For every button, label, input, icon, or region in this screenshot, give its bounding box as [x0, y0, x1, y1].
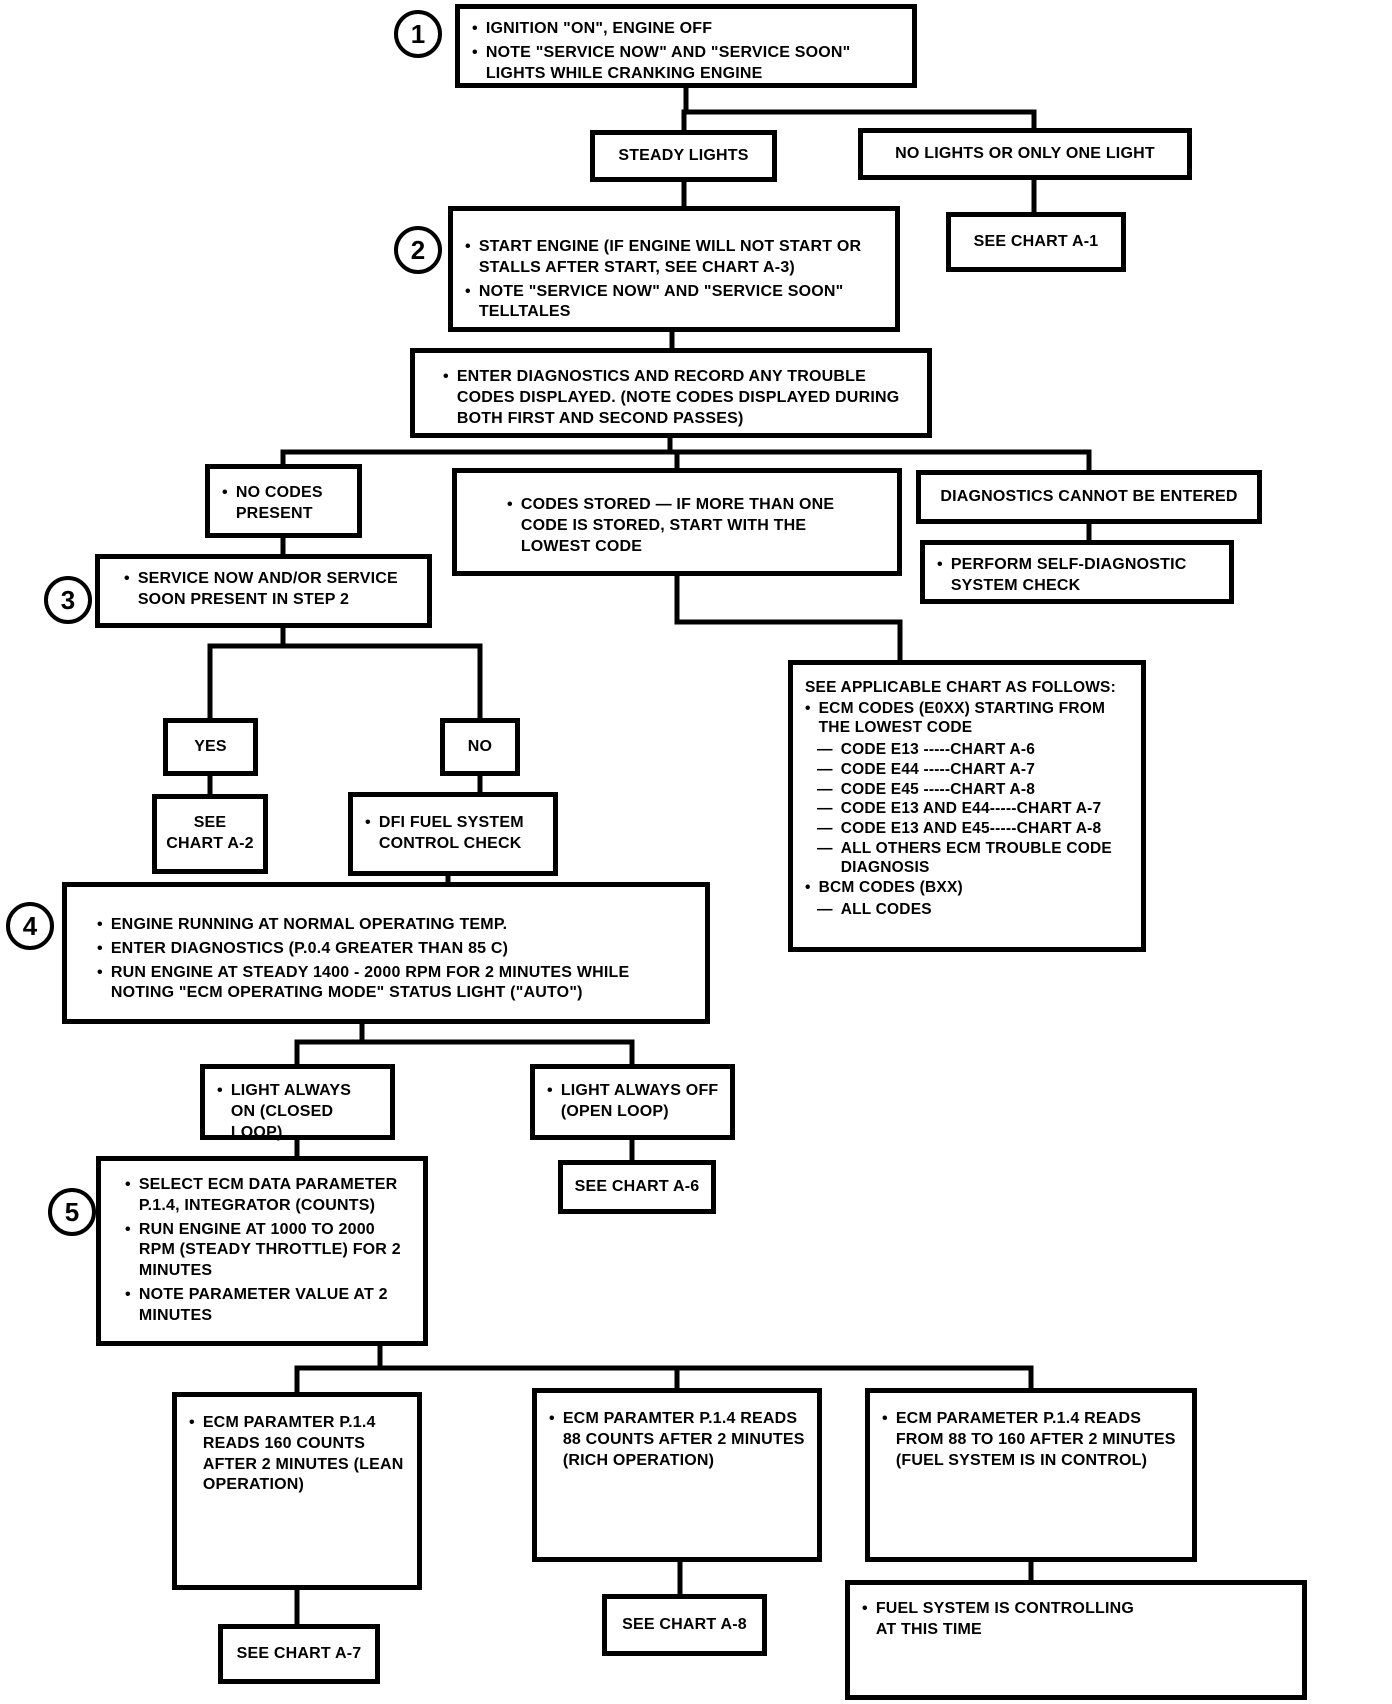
- step-2-badge: 2: [394, 226, 442, 274]
- node-text: CODE E13 -----CHART A-6: [840, 740, 1036, 758]
- node-text: YES: [194, 737, 227, 755]
- node-text: NO: [467, 737, 493, 755]
- node-text: ECM PARAMTER P.1.4 READS 88 COUNTS AFTER…: [562, 1410, 805, 1469]
- node-text: FUEL SYSTEM IS CONTROLLING AT THIS TIME: [875, 1600, 1135, 1638]
- node-text: DFI FUEL SYSTEM CONTROL CHECK: [378, 814, 524, 852]
- node-text: ALL OTHERS ECM TROUBLE CODE DIAGNOSIS: [840, 840, 1112, 877]
- node-text: NO LIGHTS OR ONLY ONE LIGHT: [895, 144, 1155, 162]
- node-see-chart-a7: SEE CHART A-7: [218, 1624, 380, 1684]
- node-engine-running: ENGINE RUNNING AT NORMAL OPERATING TEMP.…: [62, 882, 710, 1024]
- node-text: ENTER DIAGNOSTICS (P.0.4 GREATER THAN 85…: [110, 939, 509, 957]
- node-reads-88-counts: ECM PARAMTER P.1.4 READS 88 COUNTS AFTER…: [532, 1388, 822, 1562]
- node-text: LIGHT ALWAYS ON (CLOSED LOOP): [230, 1082, 352, 1141]
- node-text: START ENGINE (IF ENGINE WILL NOT START O…: [478, 238, 862, 276]
- step-4-badge: 4: [6, 902, 54, 950]
- node-text: ENGINE RUNNING AT NORMAL OPERATING TEMP.: [110, 916, 508, 933]
- node-text: PERFORM SELF-DIAGNOSTIC SYSTEM CHECK: [950, 556, 1187, 594]
- node-light-always-on: LIGHT ALWAYS ON (CLOSED LOOP): [200, 1064, 395, 1141]
- node-text: SEE CHART A-6: [574, 1177, 700, 1195]
- node-see-chart-a2: SEE CHART A-2: [152, 794, 268, 874]
- node-text: NOTE "SERVICE NOW" AND "SERVICE SOON" TE…: [478, 282, 844, 321]
- node-start-engine: START ENGINE (IF ENGINE WILL NOT START O…: [448, 206, 900, 332]
- node-no-codes: NO CODES PRESENT: [205, 464, 362, 538]
- node-text: NO CODES PRESENT: [235, 484, 323, 522]
- node-text: SEE CHART A-8: [622, 1615, 747, 1633]
- node-text: NOTE PARAMETER VALUE AT 2 MINUTES: [138, 1285, 388, 1324]
- node-yes: YES: [163, 718, 258, 776]
- node-reads-160-counts: ECM PARAMTER P.1.4 READS 160 COUNTS AFTE…: [172, 1392, 422, 1590]
- node-text: ECM PARAMTER P.1.4 READS 160 COUNTS AFTE…: [202, 1414, 404, 1494]
- node-text: SEE CHART A-7: [236, 1644, 362, 1662]
- node-perform-self-diagnostic: PERFORM SELF-DIAGNOSTIC SYSTEM CHECK: [920, 540, 1234, 604]
- node-service-present-step2: SERVICE NOW AND/OR SERVICE SOON PRESENT …: [95, 554, 432, 628]
- node-no: NO: [440, 718, 520, 776]
- node-text: CODES STORED — IF MORE THAN ONE CODE IS …: [520, 496, 835, 555]
- node-steady-lights: STEADY LIGHTS: [590, 130, 777, 182]
- node-codes-stored: CODES STORED — IF MORE THAN ONE CODE IS …: [452, 468, 902, 576]
- node-text: CODE E45 -----CHART A-8: [840, 780, 1036, 798]
- node-ignition-on: IGNITION "ON", ENGINE OFF NOTE "SERVICE …: [455, 4, 917, 88]
- step-1-badge: 1: [394, 10, 442, 58]
- node-text: RUN ENGINE AT STEADY 1400 - 2000 RPM FOR…: [110, 963, 630, 1002]
- node-text: SEE CHART A-2: [166, 814, 254, 852]
- node-text: LIGHT ALWAYS OFF (OPEN LOOP): [560, 1082, 719, 1120]
- step-3-badge: 3: [44, 576, 92, 624]
- node-text: SELECT ECM DATA PARAMETER P.1.4, INTEGRA…: [138, 1176, 398, 1214]
- node-text: CODE E13 AND E44-----CHART A-7: [840, 800, 1102, 818]
- node-text: SEE APPLICABLE CHART AS FOLLOWS:: [805, 679, 1116, 696]
- node-text: ECM CODES (E0XX) STARTING FROM THE LOWES…: [818, 699, 1106, 736]
- node-diagnostics-cannot-be-entered: DIAGNOSTICS CANNOT BE ENTERED: [916, 470, 1262, 524]
- node-text: STEADY LIGHTS: [618, 146, 749, 164]
- node-select-ecm-parameter: SELECT ECM DATA PARAMETER P.1.4, INTEGRA…: [96, 1156, 428, 1346]
- node-no-lights: NO LIGHTS OR ONLY ONE LIGHT: [858, 128, 1192, 180]
- node-text: ENTER DIAGNOSTICS AND RECORD ANY TROUBLE…: [456, 368, 900, 427]
- node-text: IGNITION "ON", ENGINE OFF: [485, 20, 713, 37]
- node-text: RUN ENGINE AT 1000 TO 2000 RPM (STEADY T…: [138, 1220, 401, 1280]
- node-see-chart-a6: SEE CHART A-6: [558, 1160, 716, 1214]
- node-light-always-off: LIGHT ALWAYS OFF (OPEN LOOP): [530, 1064, 735, 1140]
- node-text: CODE E13 AND E45-----CHART A-8: [840, 820, 1102, 838]
- node-see-chart-a8: SEE CHART A-8: [602, 1594, 767, 1656]
- node-dfi-fuel-system-check: DFI FUEL SYSTEM CONTROL CHECK: [348, 792, 558, 876]
- node-text: CODE E44 -----CHART A-7: [840, 760, 1036, 778]
- node-see-chart-a1: SEE CHART A-1: [946, 212, 1126, 272]
- node-text: NOTE "SERVICE NOW" AND "SERVICE SOON" LI…: [485, 43, 851, 82]
- node-see-applicable-chart: SEE APPLICABLE CHART AS FOLLOWS: ECM COD…: [788, 660, 1146, 952]
- node-text: BCM CODES (BXX): [818, 879, 963, 897]
- node-reads-88-to-160: ECM PARAMETER P.1.4 READS FROM 88 TO 160…: [865, 1388, 1197, 1562]
- node-text: ECM PARAMETER P.1.4 READS FROM 88 TO 160…: [895, 1410, 1176, 1469]
- node-text: ALL CODES: [840, 900, 932, 918]
- node-text: SEE CHART A-1: [973, 232, 1099, 250]
- step-5-badge: 5: [48, 1188, 96, 1236]
- node-fuel-system-controlling: FUEL SYSTEM IS CONTROLLING AT THIS TIME: [845, 1580, 1307, 1700]
- node-enter-diagnostics: ENTER DIAGNOSTICS AND RECORD ANY TROUBLE…: [410, 348, 932, 438]
- node-text: SERVICE NOW AND/OR SERVICE SOON PRESENT …: [137, 570, 398, 608]
- node-text: DIAGNOSTICS CANNOT BE ENTERED: [940, 487, 1238, 505]
